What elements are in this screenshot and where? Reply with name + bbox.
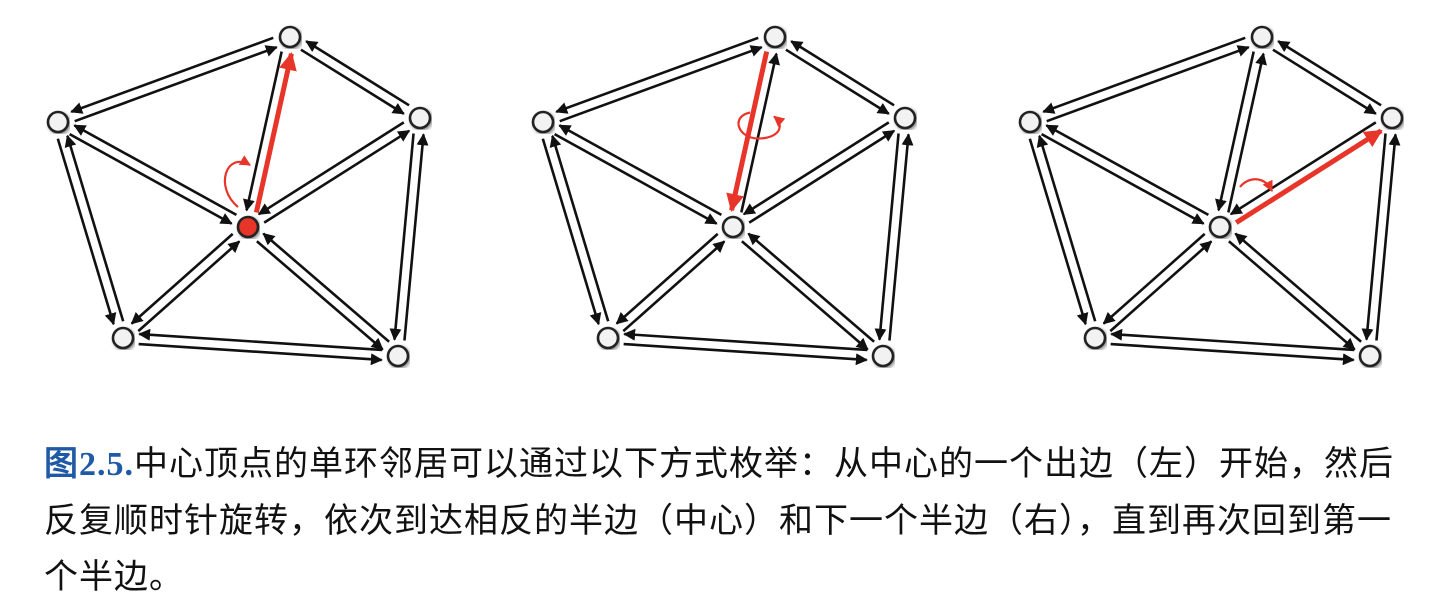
rotation-arrow-icon	[1239, 178, 1273, 192]
half-edge	[138, 342, 383, 366]
half-edge	[555, 36, 759, 114]
half-edge	[553, 132, 718, 225]
half-edge	[747, 232, 875, 343]
half-edge	[243, 51, 283, 212]
half-edge	[1110, 328, 1355, 352]
rotation-arrow-icon	[223, 155, 251, 208]
neighbor-vertex	[278, 25, 302, 49]
half-edge	[137, 240, 241, 333]
half-edge	[1110, 342, 1355, 366]
half-edge	[785, 48, 890, 115]
half-edge	[389, 133, 415, 341]
half-edge	[1227, 52, 1267, 213]
half-edge	[1042, 36, 1246, 114]
half-edge	[1040, 132, 1205, 225]
half-edge	[1036, 134, 1097, 322]
half-edge	[68, 132, 233, 225]
panel-left	[46, 25, 432, 368]
figure-label: 图2.5.	[44, 446, 134, 483]
half-edge	[1045, 124, 1210, 217]
neighbor-vertex	[763, 25, 787, 49]
half-edge	[790, 40, 895, 107]
half-edge	[741, 240, 869, 351]
half-edge	[615, 232, 719, 325]
half-edge	[623, 342, 868, 366]
panel-right	[1018, 25, 1404, 368]
neighbor-vertex	[893, 106, 917, 130]
half-edge	[740, 52, 780, 213]
neighbor-vertex	[1380, 106, 1404, 130]
half-edge	[541, 138, 602, 326]
center-vertex	[1208, 215, 1232, 239]
half-edge	[130, 232, 234, 325]
half-edge	[549, 134, 610, 322]
neighbor-vertex	[46, 110, 70, 134]
half-edge	[1109, 240, 1213, 333]
figure-caption: 图2.5.中心顶点的单环邻居可以通过以下方式枚举：从中心的一个出边（左）开始，然…	[44, 436, 1424, 605]
half-edge	[403, 133, 429, 341]
neighbor-vertex	[596, 326, 620, 350]
half-edge	[305, 40, 410, 107]
half-edge	[1361, 133, 1387, 341]
half-edge	[1046, 45, 1250, 123]
half-edge	[64, 134, 125, 322]
half-edge	[1375, 133, 1401, 341]
neighbor-vertex	[871, 344, 895, 368]
half-edge	[70, 36, 274, 114]
half-edge	[622, 240, 726, 333]
half-edge	[1228, 240, 1356, 351]
half-edge	[257, 121, 405, 216]
half-edge	[748, 129, 896, 224]
half-edge	[300, 48, 405, 115]
half-edge-diagram	[46, 25, 1404, 368]
highlighted-half-edge	[253, 51, 297, 213]
neighbor-vertex	[1358, 344, 1382, 368]
neighbor-vertex	[408, 106, 432, 130]
half-edge	[558, 124, 723, 217]
half-edge	[1277, 40, 1382, 107]
center-vertex	[236, 215, 260, 239]
half-edge	[263, 129, 411, 224]
half-edge	[256, 240, 384, 351]
caption-text: 中心顶点的单环邻居可以通过以下方式枚举：从中心的一个出边（左）开始，然后反复顺时…	[44, 444, 1394, 597]
neighbor-vertex	[1018, 110, 1042, 134]
half-edge	[888, 133, 914, 341]
half-edge	[74, 45, 278, 123]
half-edge	[56, 138, 117, 326]
half-edge	[623, 328, 868, 352]
half-edge	[138, 328, 383, 352]
half-edge	[73, 124, 238, 217]
half-edge	[874, 133, 900, 341]
rotation-arrow-icon	[737, 111, 786, 140]
half-edge	[559, 45, 763, 123]
neighbor-vertex	[111, 326, 135, 350]
highlighted-half-edge	[1234, 128, 1383, 225]
neighbor-vertex	[386, 344, 410, 368]
highlighted-half-edge	[726, 51, 770, 213]
center-vertex	[721, 215, 745, 239]
half-edge	[742, 121, 890, 216]
half-edge	[1272, 48, 1377, 115]
neighbor-vertex	[531, 110, 555, 134]
half-edge	[1028, 138, 1089, 326]
neighbor-vertex	[1083, 326, 1107, 350]
half-edge	[1234, 232, 1362, 343]
half-edge	[1229, 121, 1377, 216]
figure	[46, 25, 1404, 368]
half-edge	[262, 232, 390, 343]
neighbor-vertex	[1250, 25, 1274, 49]
half-edge	[1215, 51, 1255, 212]
panel-middle	[531, 25, 917, 368]
half-edge	[1102, 232, 1206, 325]
